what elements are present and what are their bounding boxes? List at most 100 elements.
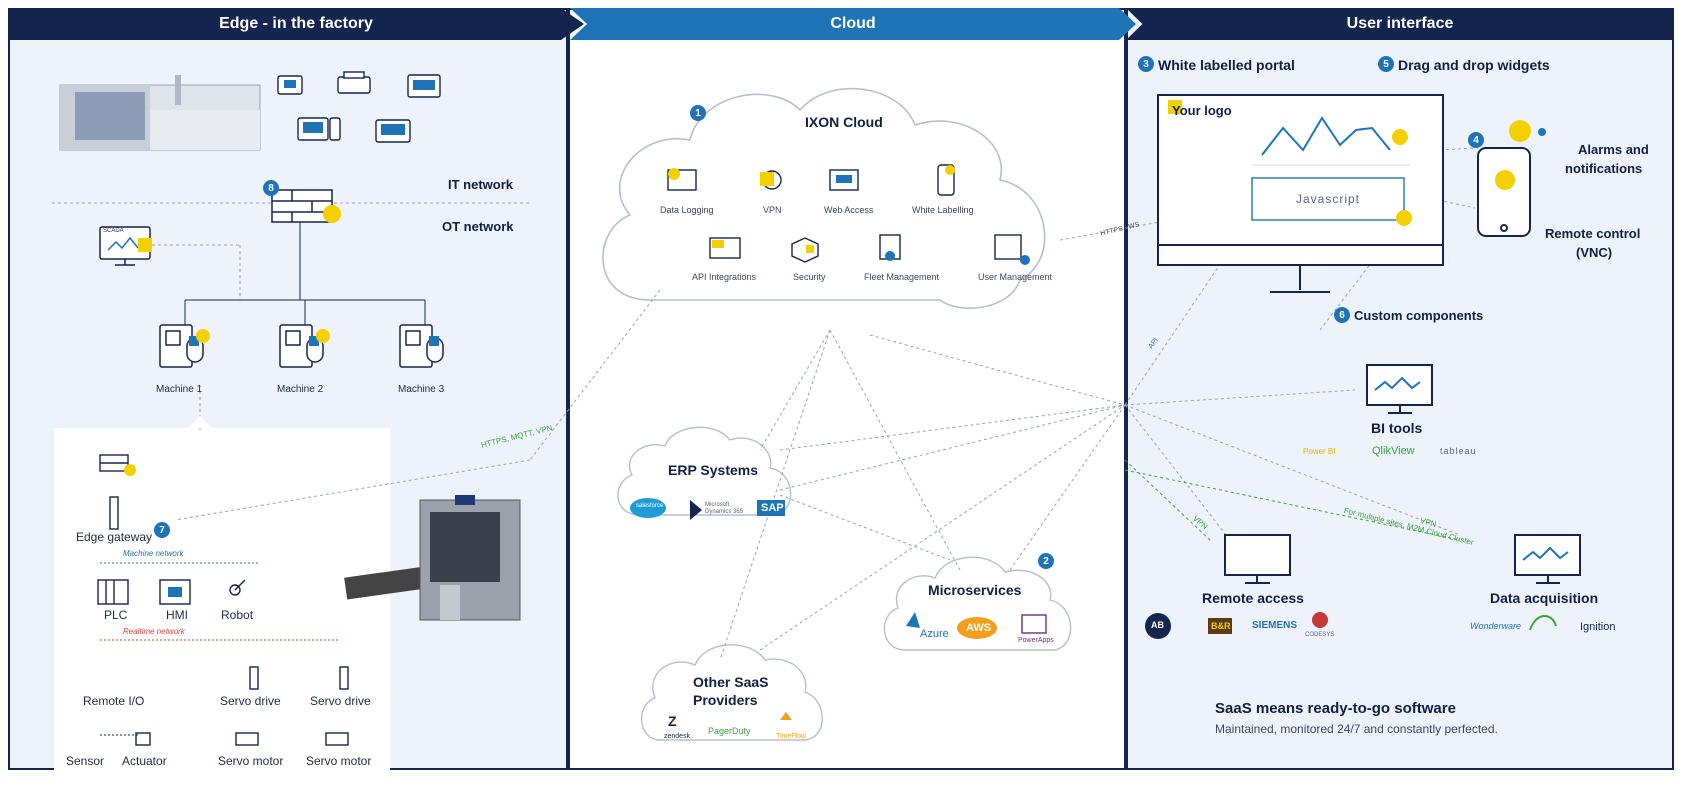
data-logo-ignition: Ignition — [1580, 621, 1616, 633]
saas-subline: Maintained, monitored 24/7 and constantl… — [1215, 722, 1498, 736]
alarm-bell-icon — [1509, 120, 1546, 142]
svg-text:Z: Z — [668, 713, 677, 729]
erp-logos — [630, 498, 785, 520]
saas-headline: SaaS means ready-to-go software — [1215, 700, 1456, 717]
erp-logo-salesforce: salesforce — [636, 503, 664, 509]
it-devices — [277, 71, 441, 143]
firewall-badge: 8 — [263, 180, 279, 196]
remote-access-monitor — [1224, 534, 1291, 584]
service-security: Security — [793, 272, 826, 282]
micro-logo-aws: AWS — [966, 622, 992, 634]
data-acquisition-monitor — [1514, 534, 1581, 584]
service-user-management: User Management — [978, 272, 1053, 282]
edge-header: Edge - in the factory — [8, 8, 584, 40]
ixon-cloud-title: IXON Cloud — [805, 114, 883, 130]
scada-label: SCADA — [103, 228, 124, 234]
firewall-icon — [271, 189, 341, 223]
micro-logo-powerapps: PowerApps — [1018, 637, 1054, 644]
factory-building — [59, 75, 261, 151]
erp-logo-dynamics: Microsoft Dynamics 365 — [705, 502, 744, 515]
robot-label: Robot — [221, 608, 254, 622]
micro-logo-azure: Azure — [920, 628, 949, 640]
edge-gateway-label: Edge gateway — [76, 530, 153, 544]
microservices-badge: 2 — [1038, 553, 1054, 569]
remote-access-logos — [1145, 612, 1328, 639]
detail-pointer — [188, 416, 212, 428]
bi-tools-label: BI tools — [1371, 420, 1423, 436]
green-link-lines — [1124, 459, 1461, 541]
service-fleet-management: Fleet Management — [864, 272, 940, 282]
custom-components-badge: 6 — [1334, 307, 1350, 323]
widgets-label: Drag and drop widgets — [1398, 57, 1550, 73]
realtime-network-label: Realtime network — [123, 627, 185, 636]
cloud-header: Cloud — [570, 8, 1136, 40]
cloud-service-icons — [667, 164, 1030, 265]
cnc-machine-illustration — [344, 495, 521, 621]
scada-monitor — [99, 226, 152, 266]
mobile-phone — [1477, 147, 1531, 237]
detail-icons — [97, 454, 349, 746]
saas-logo-zendesk: zendesk — [664, 733, 691, 740]
remote-control-label-1: Remote control — [1545, 226, 1641, 241]
servo-motor-1-label: Servo motor — [218, 754, 284, 768]
service-api-integrations: API Integrations — [692, 272, 757, 282]
microservices-title: Microservices — [928, 582, 1022, 598]
microservices-logos — [906, 612, 1047, 639]
remote-logo-codesys: CODESYS — [1305, 632, 1335, 638]
service-white-labelling: White Labelling — [912, 205, 974, 215]
remote-control-label-2: (VNC) — [1576, 245, 1613, 260]
alarms-label-1: Alarms and — [1578, 142, 1649, 157]
alarms-label-2: notifications — [1565, 161, 1643, 176]
hmi-label: HMI — [166, 608, 188, 622]
portal-label: White labelled portal — [1158, 57, 1295, 73]
machine-network-label: Machine network — [123, 549, 184, 558]
widget-line-chart — [1261, 116, 1391, 156]
your-logo-text: Your logo — [1172, 103, 1232, 118]
saas-logo-pagerduty: PagerDuty — [708, 726, 751, 736]
your-logo-marker — [1168, 100, 1182, 114]
actuator-label: Actuator — [122, 754, 167, 768]
ui-header: User interface — [1126, 8, 1674, 40]
sensor-label: Sensor — [66, 754, 105, 768]
remote-access-label: Remote access — [1202, 590, 1304, 606]
remote-logo-br: B&R — [1211, 621, 1231, 631]
saas-logo-timeflow: TimeFlow — [776, 733, 807, 740]
javascript-widget-box — [1251, 177, 1405, 221]
machine-1-label: Machine 1 — [156, 384, 203, 395]
alarms-badge: 4 — [1468, 132, 1484, 148]
bi-logo-powerbi: Power BI — [1303, 447, 1336, 456]
data-acquisition-label: Data acquisition — [1490, 590, 1599, 606]
it-network-label: IT network — [448, 177, 514, 192]
plc-label: PLC — [104, 608, 128, 622]
data-acquisition-logos — [1529, 615, 1557, 631]
ixon-cloud-badge: 1 — [690, 105, 706, 121]
saas-cloud-shape — [640, 644, 823, 741]
bi-logo-qlikview: QlikView — [1372, 445, 1415, 457]
erp-cloud-shape — [617, 426, 792, 516]
machine-detail-panel — [54, 428, 390, 789]
servo-drive-1-label: Servo drive — [220, 694, 281, 708]
bi-monitor — [1366, 364, 1433, 414]
erp-logo-sap: SAP — [761, 502, 784, 514]
servo-motor-2-label: Servo motor — [306, 754, 372, 768]
data-logo-wonderware: Wonderware — [1470, 621, 1522, 631]
service-data-logging: Data Logging — [660, 205, 714, 215]
saas-title-2: Providers — [693, 692, 758, 708]
saas-title-1: Other SaaS — [693, 674, 769, 690]
remote-io-label: Remote I/O — [83, 694, 145, 708]
custom-components-label: Custom components — [1354, 308, 1484, 323]
remote-logo-siemens: SIEMENS — [1252, 620, 1298, 631]
machine-icons — [159, 324, 444, 368]
machine-2-label: Machine 2 — [277, 384, 324, 395]
erp-title: ERP Systems — [668, 462, 759, 478]
service-vpn: VPN — [763, 205, 782, 215]
remote-logo-ab: AB — [1151, 620, 1164, 630]
ot-network-label: OT network — [442, 219, 514, 234]
portal-badge: 3 — [1138, 56, 1154, 72]
machine-3-label: Machine 3 — [398, 384, 445, 395]
javascript-label: Javascript — [1296, 192, 1361, 206]
service-web-access: Web Access — [824, 205, 874, 215]
bi-logo-tableau: tableau — [1440, 446, 1477, 456]
gateway-badge: 7 — [154, 522, 170, 538]
